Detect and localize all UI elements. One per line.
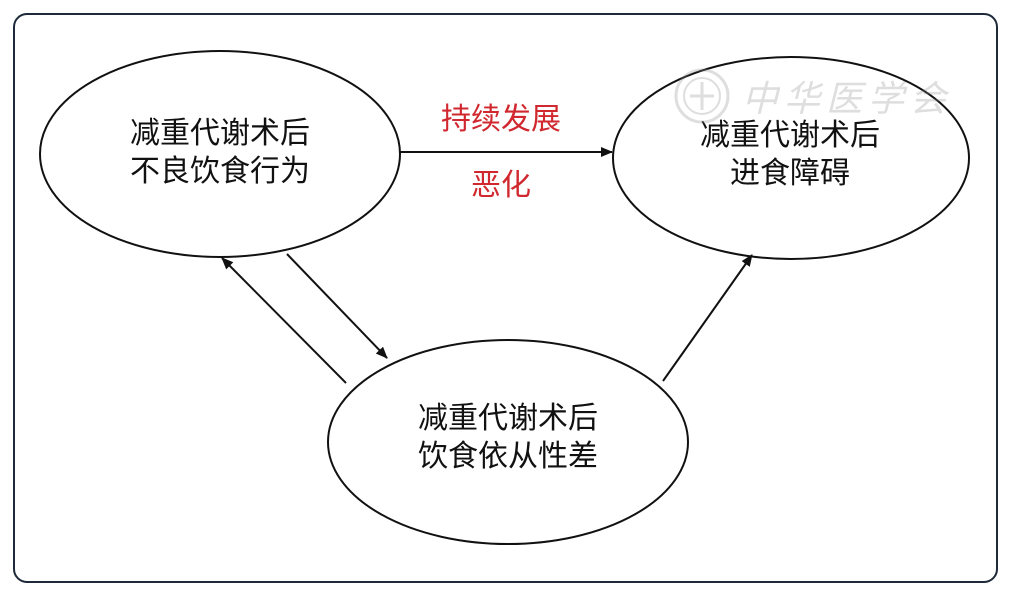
watermark-text: 中华医学会 [742, 79, 953, 120]
node-label-top-right-line1: 减重代谢术后 [700, 118, 880, 153]
edge-bottom-to-top-left [221, 257, 347, 384]
node-label-top-right-line2: 进食障碍 [730, 156, 850, 191]
node-ellipse-top-left [39, 50, 401, 258]
node-label-top-left: 减重代谢术后 不良饮食行为 [90, 115, 350, 191]
node-label-bottom: 减重代谢术后 饮食依从性差 [378, 400, 638, 476]
node-label-top-left-line2: 不良饮食行为 [130, 154, 310, 189]
seal-icon [674, 68, 730, 124]
node-label-top-right: 减重代谢术后 进食障碍 [660, 117, 920, 193]
node-label-bottom-line1: 减重代谢术后 [418, 401, 598, 436]
node-label-top-left-line1: 减重代谢术后 [130, 116, 310, 151]
node-ellipse-top-right [612, 56, 970, 260]
edge-top-left-to-bottom [286, 253, 388, 359]
node-ellipse-bottom [327, 339, 689, 545]
watermark: 中华医学会 [672, 66, 952, 126]
edge-label-above: 持续发展 [441, 102, 561, 137]
edge-label-below: 恶化 [471, 168, 531, 203]
edge-bottom-to-top-right [662, 254, 753, 382]
node-label-bottom-line2: 饮食依从性差 [418, 439, 598, 474]
